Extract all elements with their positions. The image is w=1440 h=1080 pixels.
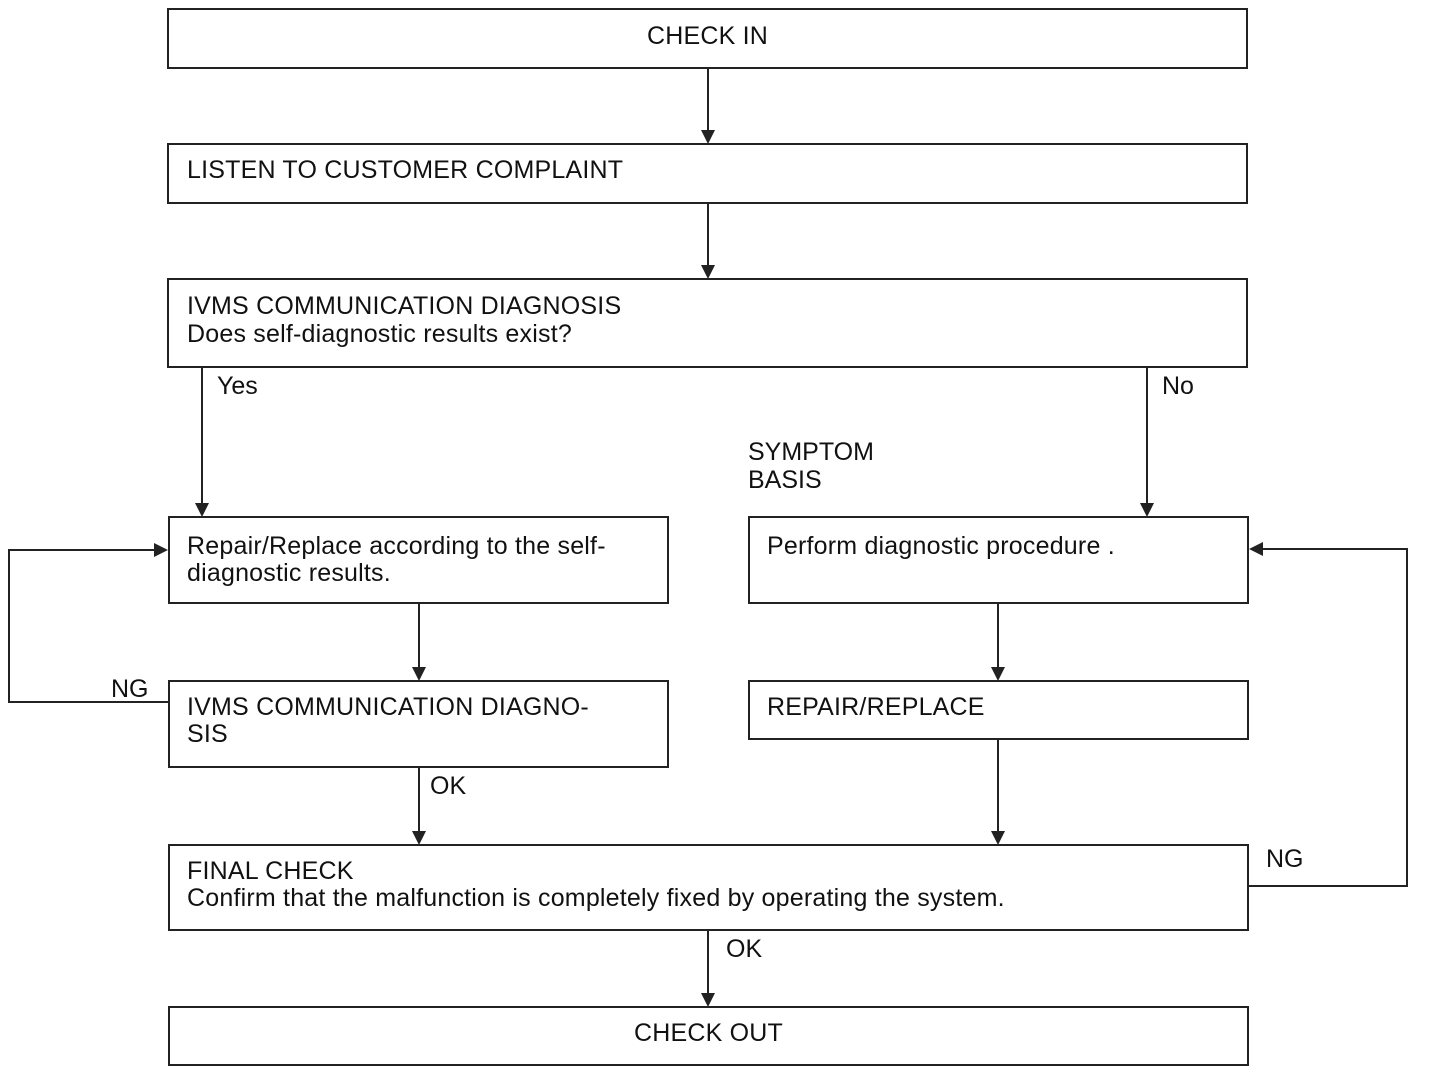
ivms-diagnosis-question: Does self-diagnostic results exist?: [187, 320, 572, 348]
ivms-recheck-line2: SIS: [187, 720, 228, 748]
check-out-box: CHECK OUT: [168, 1006, 1249, 1066]
final-check-text: Confirm that the malfunction is complete…: [187, 884, 1005, 912]
symptom-basis-label-line2: BASIS: [748, 466, 822, 494]
ok-left-label: OK: [430, 772, 467, 800]
symptom-basis-label-line1: SYMPTOM: [748, 438, 874, 466]
ivms-diagnosis-title: IVMS COMMUNICATION DIAGNOSIS: [187, 292, 622, 320]
repair-by-results-line1: Repair/Replace according to the self-: [187, 532, 606, 560]
check-in-text: CHECK IN: [646, 22, 769, 50]
repair-replace-text: REPAIR/REPLACE: [767, 693, 985, 721]
listen-complaint-text: LISTEN TO CUSTOMER COMPLAINT: [187, 156, 624, 184]
ivms-recheck-line1: IVMS COMMUNICATION DIAGNO-: [187, 693, 589, 721]
check-out-text: CHECK OUT: [633, 1019, 784, 1047]
final-check-title: FINAL CHECK: [187, 857, 354, 885]
no-label: No: [1162, 372, 1194, 400]
final-check-box: FINAL CHECK Confirm that the malfunction…: [168, 844, 1249, 931]
ivms-recheck-box: IVMS COMMUNICATION DIAGNO- SIS: [168, 680, 669, 768]
ok-bottom-label: OK: [726, 935, 763, 963]
listen-complaint-box: LISTEN TO CUSTOMER COMPLAINT: [167, 143, 1248, 204]
arrow-ng-loop-left: [8, 543, 168, 703]
repair-by-results-box: Repair/Replace according to the self- di…: [168, 516, 669, 604]
ivms-diagnosis-box: IVMS COMMUNICATION DIAGNOSIS Does self-d…: [167, 278, 1248, 368]
arrow-ng-loop-right: [1249, 542, 1408, 887]
repair-by-results-line2: diagnostic results.: [187, 559, 391, 587]
repair-replace-box: REPAIR/REPLACE: [748, 680, 1249, 740]
perform-procedure-text: Perform diagnostic procedure .: [767, 532, 1115, 560]
perform-procedure-box: Perform diagnostic procedure .: [748, 516, 1249, 604]
yes-label: Yes: [217, 372, 258, 400]
ng-right-label: NG: [1266, 845, 1304, 873]
check-in-box: CHECK IN: [167, 8, 1248, 69]
ng-left-label: NG: [111, 675, 149, 703]
